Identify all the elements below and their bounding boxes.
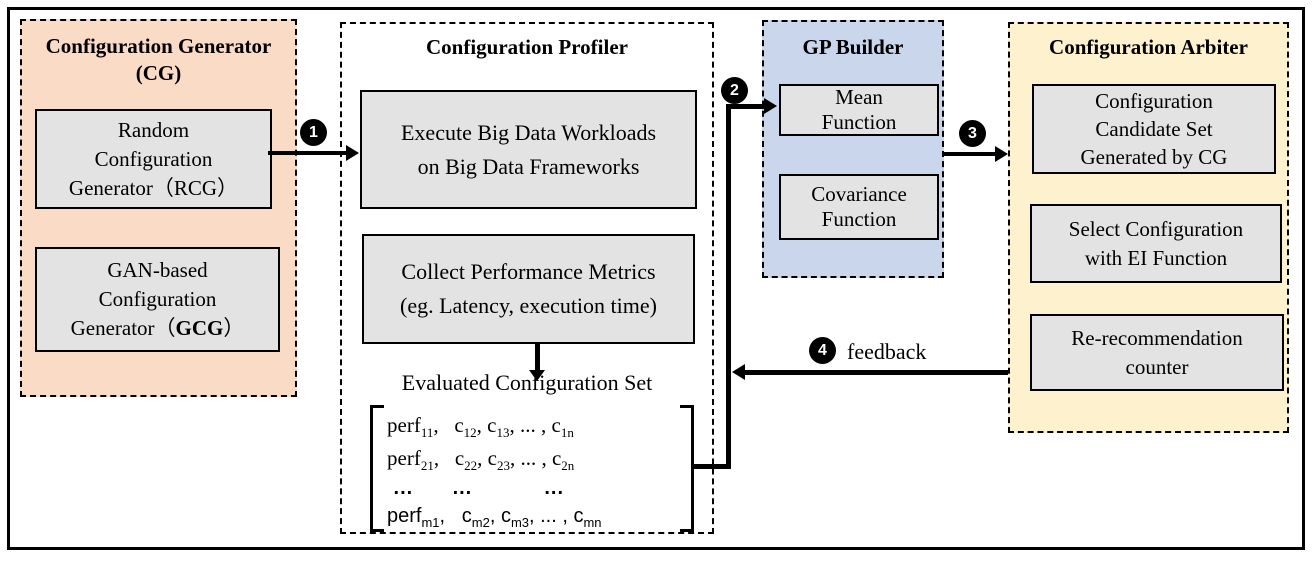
- gcg-line3-pre: Generator（: [70, 316, 176, 340]
- candidate-line: Configuration: [1095, 89, 1213, 113]
- gcg-line: Configuration: [98, 287, 217, 311]
- covariance-line: Covariance: [811, 182, 907, 206]
- matrix-subscript: m3: [510, 515, 530, 530]
- gcg-line3-bold: GCG: [175, 316, 224, 340]
- matrix-row: perf11, c12, c13, ... , c1n: [387, 413, 574, 441]
- matrix-row: perf21, c22, c23, ... , c2n: [387, 446, 575, 474]
- feedback-label: feedback: [847, 339, 927, 364]
- execute-line: Execute Big Data Workloads: [400, 119, 657, 145]
- rerec-line: Re-recommendation: [1071, 325, 1243, 350]
- matrix-subscript: mn: [583, 515, 602, 530]
- select-line: with EI Function: [1084, 245, 1228, 270]
- step3-badge: 3: [959, 120, 986, 147]
- execute-workloads-box: Execute Big Data Workloads on Big Data F…: [360, 90, 697, 209]
- step2-number: 2: [730, 81, 739, 99]
- arrow4-line: [745, 370, 1008, 375]
- arrow3-head: [995, 146, 1008, 162]
- execute-line: on Big Data Frameworks: [417, 153, 640, 179]
- arbiter-title: Configuration Arbiter: [1049, 35, 1248, 59]
- collect-to-set-arrow-line: [535, 344, 540, 372]
- rcg-line: Random: [117, 117, 190, 142]
- matrix-subscript: 23: [496, 458, 510, 474]
- rcg-box: Random Configuration Generator（RCG）: [35, 109, 272, 209]
- profiler-section: Configuration Profiler Execute Big Data …: [340, 22, 714, 534]
- candidate-set-box: Configuration Candidate Set Generated by…: [1032, 84, 1276, 174]
- matrix-subscript: 22: [464, 458, 478, 474]
- matrix-row: ... ... ...: [387, 477, 565, 499]
- matrix-subscript: 11: [420, 425, 434, 441]
- matrix-subscript: 1n: [560, 425, 574, 441]
- arrow2-head: [764, 98, 777, 114]
- step4-number: 4: [818, 341, 827, 359]
- arrow2-line-to-gp: [731, 104, 764, 109]
- cg-title-line1: Configuration Generator: [45, 34, 272, 58]
- select-configuration-box: Select Configuration with EI Function: [1030, 204, 1282, 283]
- gcg-box: GAN-based Configuration Generator（GCG）: [35, 247, 280, 352]
- rerec-line: counter: [1125, 354, 1189, 379]
- rcg-line: Generator（RCG）: [68, 175, 239, 200]
- arbiter-section: Configuration Arbiter Configuration Cand…: [1008, 22, 1289, 433]
- gp-builder-title: GP Builder: [802, 35, 904, 59]
- arrow3-line: [944, 152, 995, 156]
- matrix-subscript: 12: [463, 425, 477, 441]
- arrow1-head: [346, 145, 359, 161]
- collect-line: Collect Performance Metrics: [401, 259, 656, 284]
- rcg-line: Configuration: [94, 146, 213, 171]
- matrix-subscript: m1: [421, 515, 440, 530]
- cg-title-line2: (CG): [135, 61, 182, 85]
- evaluated-set-label: Evaluated Configuration Set: [401, 370, 653, 395]
- mean-line: Function: [821, 110, 897, 134]
- step4-badge: 4: [809, 337, 836, 364]
- gcg-line: Generator（GCG）: [37, 314, 278, 343]
- mean-line: Mean: [835, 85, 883, 109]
- step1-badge: 1: [300, 119, 327, 146]
- arrow2-line-from-matrix: [692, 464, 731, 469]
- gp-builder-section: GP Builder Mean Function Covariance Func…: [762, 20, 944, 278]
- matrix-left-bracket: [370, 405, 384, 532]
- gcg-line: GAN-based: [107, 258, 208, 282]
- gcg-line3-post: ）: [223, 316, 245, 340]
- mean-function-box: Mean Function: [779, 84, 939, 136]
- matrix-subscript: 2n: [561, 458, 575, 474]
- matrix-row: perfm1, cm2, cm3, ... , cmn: [387, 505, 602, 530]
- matrix-rows: perf11, c12, c13, ... , c1n perf21, c22, …: [387, 409, 602, 531]
- covariance-function-box: Covariance Function: [779, 174, 939, 240]
- arrow4-head: [732, 364, 745, 380]
- step2-badge: 2: [721, 77, 748, 104]
- cg-section: Configuration Generator (CG) Random Conf…: [20, 19, 297, 397]
- covariance-line: Function: [821, 207, 897, 231]
- collect-to-set-arrowhead: [529, 370, 545, 381]
- arrow2-vertical-line: [726, 104, 731, 469]
- select-line: Select Configuration: [1068, 216, 1244, 241]
- step3-number: 3: [968, 124, 977, 142]
- matrix-subscript: m2: [471, 515, 490, 530]
- matrix-subscript: 21: [420, 458, 434, 474]
- matrix-subscript: 13: [496, 425, 510, 441]
- rerecommendation-counter-box: Re-recommendation counter: [1030, 314, 1284, 391]
- profiler-title: Configuration Profiler: [425, 35, 628, 59]
- step1-number: 1: [309, 123, 318, 141]
- candidate-line: Candidate Set: [1095, 117, 1213, 141]
- arrow1-line: [268, 151, 348, 155]
- collect-line: (eg. Latency, execution time): [400, 293, 657, 318]
- cg-section-title: Configuration Generator (CG): [22, 33, 295, 87]
- candidate-line: Generated by CG: [1080, 145, 1228, 169]
- collect-metrics-box: Collect Performance Metrics (eg. Latency…: [362, 234, 695, 344]
